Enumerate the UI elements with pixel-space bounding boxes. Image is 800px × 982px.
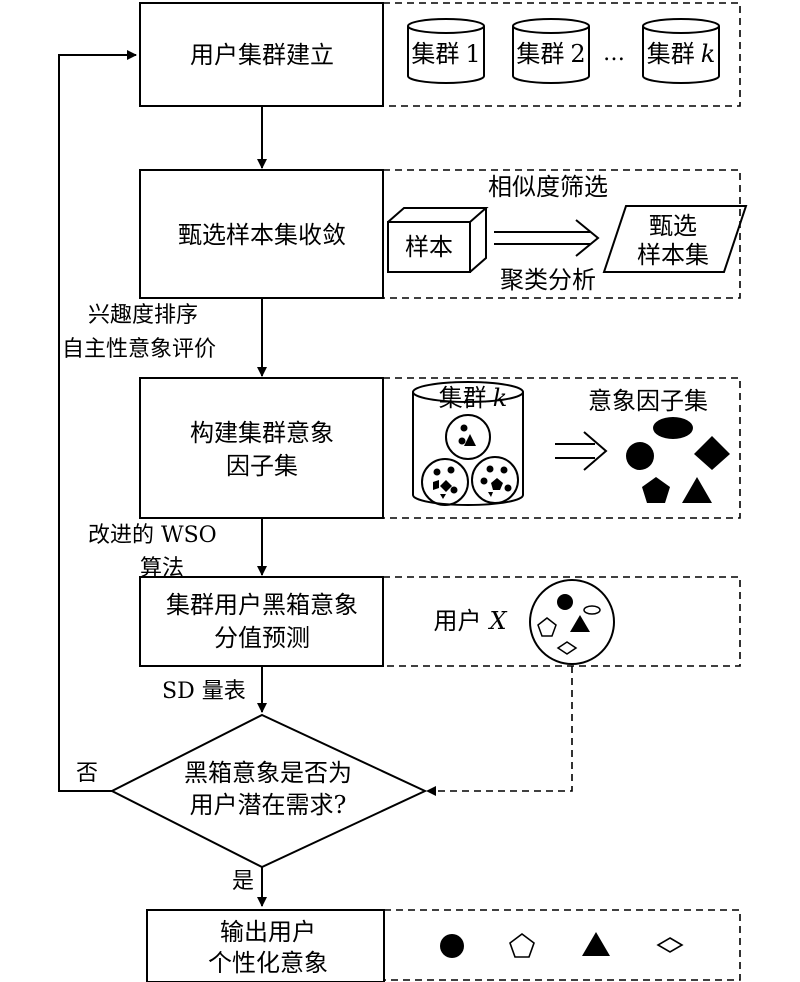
step-label-output-2: 个性化意象 (208, 949, 328, 977)
cluster-ellipsis: … (603, 41, 625, 66)
edge-label-improved-wso: 改进的 WSO (88, 523, 217, 548)
triangle-shape-icon (582, 932, 610, 956)
circle-shape-icon (440, 934, 464, 958)
sub-cluster-left (421, 458, 469, 506)
sample-label: 样本 (405, 233, 453, 261)
diamond-shape-icon (694, 436, 730, 470)
cluster-cylinder-1 (407, 18, 485, 84)
edge-label-sd-scale: SD 量表 (162, 679, 246, 704)
similarity-label: 相似度筛选 (488, 173, 608, 201)
edge-label-interest-sort: 兴趣度排序 (88, 303, 198, 328)
ellipse-shape-icon (653, 417, 693, 439)
factor-panel (382, 377, 741, 519)
dashed-feedback-line (432, 666, 573, 792)
no-branch-line (58, 50, 137, 792)
double-arrow-icon (555, 431, 608, 471)
decision-label-1: 黑箱意象是否为 (184, 759, 352, 787)
sample-panel (382, 169, 741, 299)
cluster-k-cylinder (412, 381, 524, 506)
pentagon-outline-icon (509, 933, 535, 958)
output-shapes (440, 932, 684, 958)
step-label-score-prediction-2: 分值预测 (214, 624, 310, 652)
selected-sample-label-1: 甄选 (649, 212, 697, 240)
factor-set-label: 意象因子集 (588, 387, 708, 415)
diamond-outline-icon (656, 937, 684, 953)
step-label-output-1: 输出用户 (220, 918, 316, 946)
cluster-cylinder-2 (512, 18, 590, 84)
step-box-score-prediction (139, 576, 384, 667)
decision-label-2: 用户潜在需求? (190, 791, 347, 819)
step-label-score-prediction-1: 集群用户黑箱意象 (166, 591, 358, 619)
pentagon-shape-icon (642, 477, 670, 503)
edge-label-self-eval: 自主性意象评价 (62, 337, 216, 362)
sample-cube (387, 207, 489, 273)
no-label: 否 (76, 761, 98, 786)
selected-sample-parallelogram (602, 205, 748, 273)
output-panel (383, 909, 741, 981)
step-label-user-cluster: 用户集群建立 (190, 41, 334, 69)
step-label-sample-convergence: 甄选样本集收敛 (178, 221, 346, 249)
factor-shapes (626, 417, 730, 503)
dashed-feedback-arrowhead (426, 786, 436, 796)
selected-sample-label-2: 样本集 (637, 241, 709, 269)
double-arrow-icon (494, 219, 600, 257)
step-label-factor-set-1: 构建集群意象 (190, 419, 334, 447)
step-box-output (146, 909, 385, 982)
cluster-cylinder-k (642, 18, 720, 84)
triangle-shape-icon (682, 477, 712, 503)
circle-shape-icon (626, 442, 654, 470)
user-x-circle (529, 579, 615, 665)
clustering-label: 聚类分析 (500, 266, 596, 294)
step-label-factor-set-2: 因子集 (226, 452, 298, 480)
cluster-panel (382, 2, 741, 107)
sub-cluster-top (445, 414, 491, 460)
step-box-user-cluster (139, 2, 384, 107)
user-panel (382, 576, 741, 667)
sub-cluster-right (471, 456, 519, 504)
yes-label: 是 (232, 869, 254, 894)
step-box-factor-set (139, 377, 384, 519)
